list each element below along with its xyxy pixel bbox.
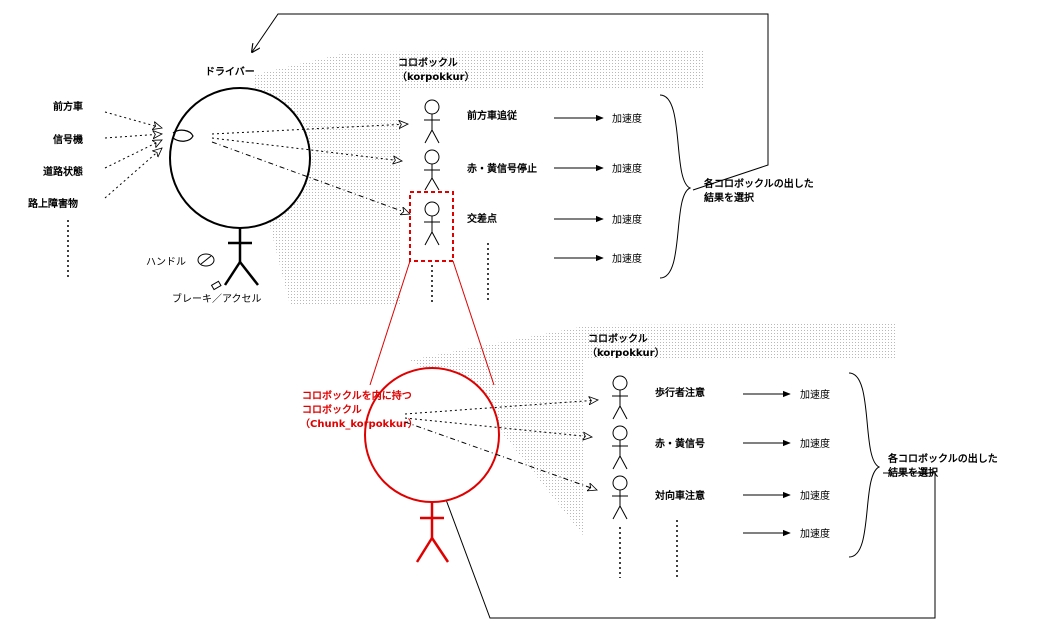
driver-figure: ドライバー ハンドル ブレーキ／アクセル	[146, 66, 311, 305]
bottom-panel-contents: コロボックル （korpokkur） 歩行者注意 赤・黄信号 対向車注意 加速度…	[587, 332, 998, 578]
top-output-label-3: 加速度	[612, 213, 642, 226]
driver-title: ドライバー	[205, 66, 255, 78]
chunk-to-agent-1-arrow	[404, 400, 598, 415]
bottom-brace	[848, 372, 881, 558]
bottom-output-label-3: 加速度	[800, 489, 830, 502]
handle-label: ハンドル	[146, 257, 186, 268]
bottom-feedback-arrow	[432, 462, 936, 619]
input-arrow-3	[104, 139, 162, 169]
driver-head	[169, 87, 311, 229]
top-agent-figure-2	[424, 149, 440, 191]
top-korpokkur-panel	[253, 50, 705, 305]
bottom-agent-figure-3	[612, 475, 628, 520]
top-brace	[659, 94, 692, 279]
pedal-icon	[210, 280, 222, 291]
bottom-agent-label-3: 対向車注意	[654, 489, 705, 502]
bottom-panel-title: コロボックル	[588, 332, 648, 345]
driver-leg-right	[239, 261, 259, 286]
input-label-front-car: 前方車	[53, 100, 83, 113]
chunk-head	[364, 367, 500, 503]
chunk-highlight-box	[409, 191, 454, 262]
bottom-agent-label-1: 歩行者注意	[655, 386, 705, 399]
chunk-to-agent-2-arrow	[404, 417, 592, 437]
bottom-summary-line2: 結果を選択	[888, 466, 939, 479]
bottom-agent-figure-2	[612, 425, 628, 470]
driver-inputs: 前方車 信号機 道路状態 路上障害物	[28, 100, 162, 277]
top-output-label-4: 加速度	[612, 252, 642, 265]
chunk-label-line3: （Chunk_korpokkur）	[300, 417, 418, 430]
chunk-label-line1: コロボックルを内に持つ	[302, 389, 412, 402]
top-panel-inner	[400, 88, 705, 305]
top-agent-figure-1	[424, 99, 440, 144]
driver-to-agent-2-arrow	[211, 137, 402, 161]
chunk-korpokkur-figure: コロボックルを内に持つ コロボックル （Chunk_korpokkur）	[300, 367, 500, 563]
top-panel-title: コロボックル	[398, 56, 458, 69]
chunk-label-line2: コロボックル	[302, 403, 362, 416]
steering-wheel-icon	[197, 253, 215, 267]
pedal-label: ブレーキ／アクセル	[172, 292, 262, 305]
driver-leg-left	[223, 261, 242, 286]
input-arrow-1	[104, 111, 162, 128]
chunk-leg-right	[430, 537, 450, 563]
input-label-road-state: 道路状態	[43, 165, 83, 178]
bottom-agent-label-2: 赤・黄信号	[655, 437, 705, 450]
top-panel-subtitle: （korpokkur）	[397, 70, 475, 83]
top-output-label-1: 加速度	[612, 112, 642, 125]
driver-eye-icon	[172, 129, 194, 142]
top-summary-line2: 結果を選択	[704, 191, 755, 204]
bottom-output-label-1: 加速度	[800, 388, 830, 401]
bottom-output-label-2: 加速度	[800, 437, 830, 450]
top-summary-line1: 各コロボックルの出した	[703, 177, 814, 190]
bottom-panel-inner	[585, 360, 895, 580]
chunk-expand-line-left	[369, 260, 411, 386]
bottom-korpokkur-panel	[410, 323, 895, 582]
top-agent-label-3: 交差点	[467, 212, 497, 225]
input-label-obstacle: 路上障害物	[28, 197, 78, 210]
bottom-output-label-4: 加速度	[800, 527, 830, 540]
bottom-panel-subtitle: （korpokkur）	[587, 346, 665, 359]
bottom-agent-figure-1	[612, 375, 628, 420]
top-feedback-arrow	[252, 13, 769, 191]
chunk-leg-left	[415, 537, 434, 563]
chunk-to-agent-3-arrow	[404, 421, 597, 490]
input-label-signal: 信号機	[53, 133, 83, 146]
input-arrow-2	[104, 134, 162, 138]
top-agent-figure-3	[424, 201, 440, 246]
top-agent-label-1: 前方車追従	[467, 109, 518, 122]
top-panel-contents: コロボックル （korpokkur） 前方車追従 赤・黄信号停止 交差点 加速度…	[397, 56, 814, 303]
top-agent-label-2: 赤・黄信号停止	[467, 162, 537, 175]
chunk-expand-line-right	[452, 260, 495, 386]
top-output-label-2: 加速度	[612, 162, 642, 175]
bottom-summary-line1: 各コロボックルの出した	[887, 452, 998, 465]
input-arrow-4	[104, 148, 162, 199]
